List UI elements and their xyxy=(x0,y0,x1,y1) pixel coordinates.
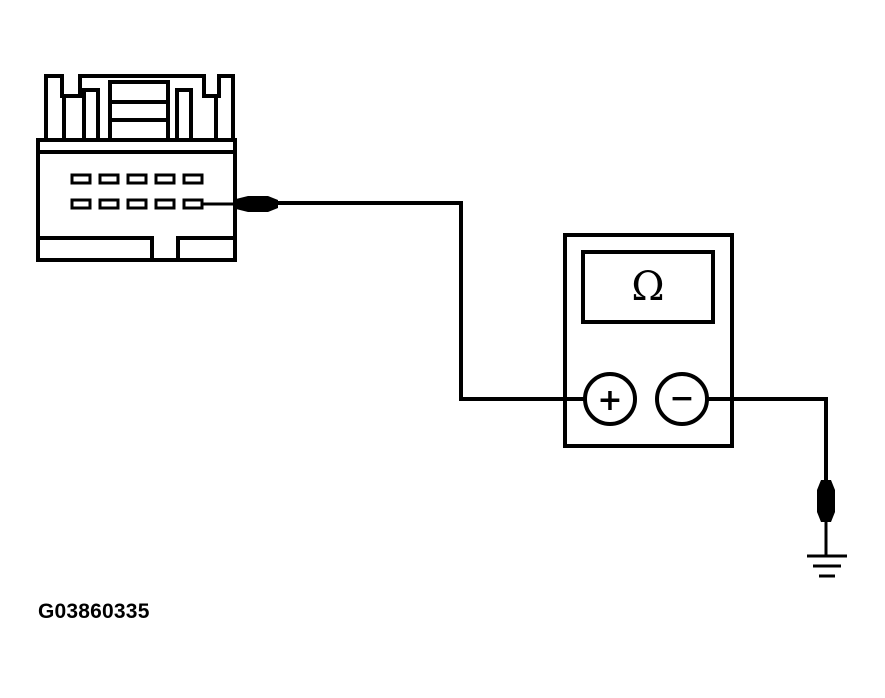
pin-cavity xyxy=(98,173,120,185)
pin-row-top xyxy=(70,173,204,185)
meter-case xyxy=(563,233,734,448)
ground-symbol-icon xyxy=(807,554,847,578)
pin-cavity xyxy=(182,173,204,185)
pin-cavity xyxy=(98,198,120,210)
connector-key xyxy=(38,236,235,260)
pin-cavity xyxy=(182,198,204,210)
pin-cavity xyxy=(70,173,92,185)
wire-positive xyxy=(278,201,585,401)
ground-probe-body xyxy=(817,480,835,522)
connector-tab-left xyxy=(82,88,100,140)
test-probe-icon xyxy=(202,196,278,212)
wire-negative xyxy=(707,397,828,482)
pin-cavity xyxy=(126,173,148,185)
connector-latch xyxy=(44,74,235,140)
electrical-connector-icon xyxy=(36,74,237,262)
pin-row-bottom xyxy=(70,198,204,210)
connector-tab-right xyxy=(175,88,193,140)
pin-cavity xyxy=(154,173,176,185)
ohm-symbol: Ω xyxy=(631,264,664,310)
pin-cavity xyxy=(70,198,92,210)
positive-terminal xyxy=(583,372,637,426)
connector-release-button xyxy=(108,80,170,142)
pin-cavity xyxy=(126,198,148,210)
figure-id-label: G03860335 xyxy=(38,600,150,623)
connector-body xyxy=(36,138,237,262)
ground-probe xyxy=(817,480,835,556)
positive-sign: + xyxy=(597,383,622,418)
probe-body xyxy=(236,196,278,212)
negative-sign: − xyxy=(669,381,694,416)
meter-display xyxy=(581,250,715,324)
connector-latch-inner xyxy=(62,96,218,140)
pin-cavity xyxy=(154,198,176,210)
ohmmeter: Ω + − xyxy=(563,233,734,448)
